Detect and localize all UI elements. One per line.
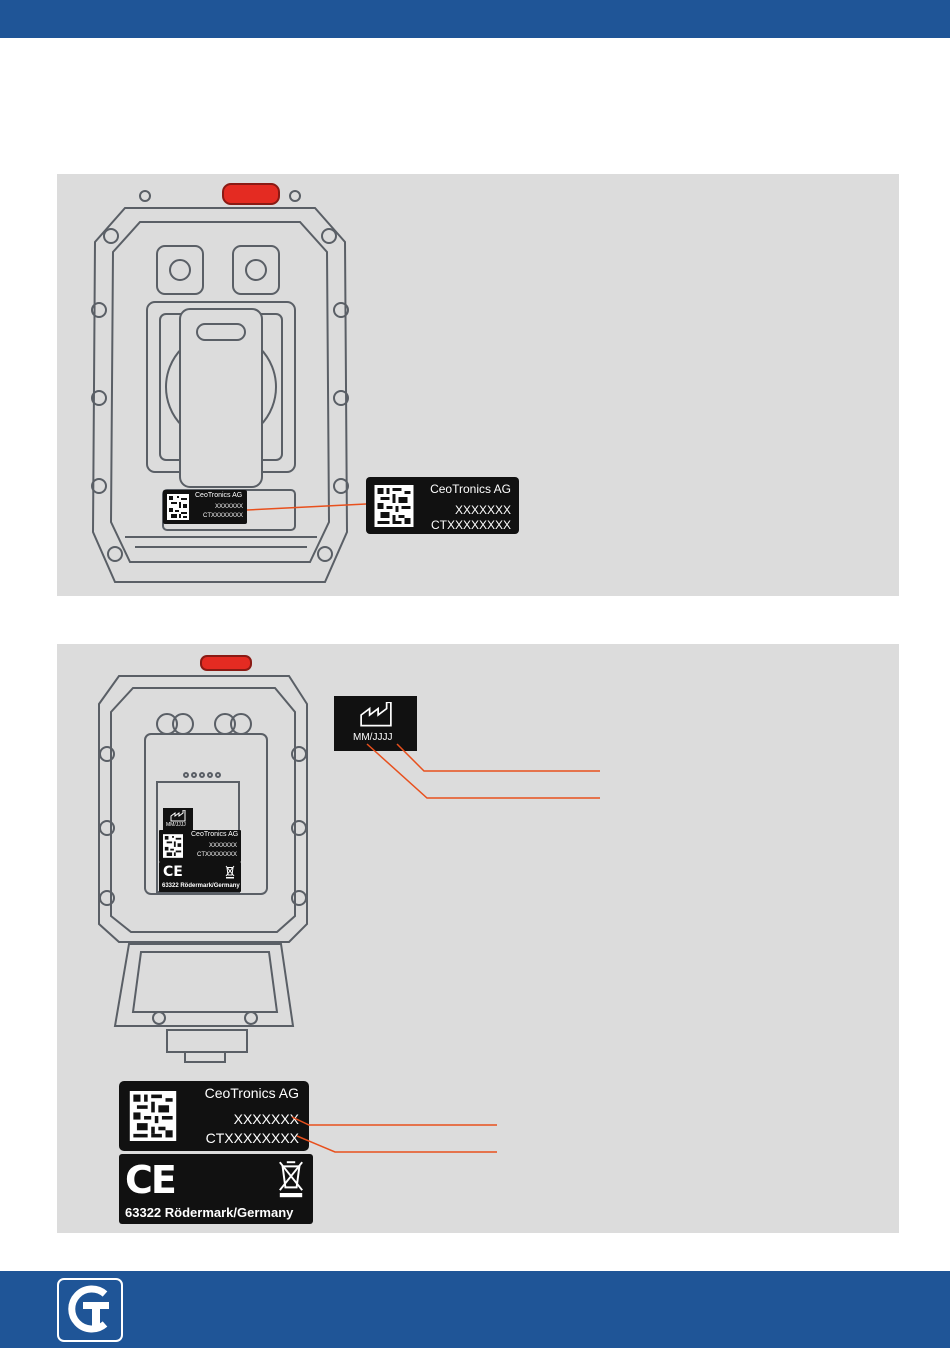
factory-icon-small bbox=[170, 810, 186, 822]
datamatrix-code-2 bbox=[129, 1091, 177, 1141]
ceotronics-logo-icon bbox=[57, 1278, 123, 1342]
serial-number-2: XXXXXXX bbox=[234, 1111, 299, 1127]
ce-mark: CE bbox=[125, 1158, 175, 1202]
serial-number: XXXXXXX bbox=[455, 503, 511, 517]
ce-label-small: CE 63322 Rödermark/Germany bbox=[159, 862, 241, 892]
company-name: CeoTronics AG bbox=[430, 482, 511, 496]
battery-compartment-panel: MM/JJJJ CeoTronics AG XXXXXXX CTXXXXXXXX… bbox=[57, 644, 899, 1233]
serial-number-small-2: XXXXXXX bbox=[209, 843, 237, 849]
rear-view-panel: CeoTronics AG XXXXXXX CTXXXXXXXX CeoTron… bbox=[57, 174, 899, 596]
manufacture-label-small: MM/JJJJ bbox=[163, 808, 193, 830]
address-small: 63322 Rödermark/Germany bbox=[162, 883, 240, 889]
header-bar bbox=[0, 0, 950, 38]
article-number-2: CTXXXXXXXX bbox=[206, 1130, 299, 1146]
factory-icon bbox=[359, 702, 393, 728]
serial-label-enlarged: CeoTronics AG XXXXXXX CTXXXXXXXX bbox=[366, 477, 519, 534]
company-name-2: CeoTronics AG bbox=[205, 1085, 299, 1101]
serial-label-enlarged-2: CeoTronics AG XXXXXXX CTXXXXXXXX bbox=[119, 1081, 309, 1151]
footer-bar bbox=[0, 1271, 950, 1348]
date-code-small: MM/JJJJ bbox=[166, 822, 186, 828]
date-code: MM/JJJJ bbox=[353, 732, 392, 743]
serial-number-small: XXXXXXX bbox=[215, 504, 243, 510]
article-number-small: CTXXXXXXXX bbox=[203, 513, 243, 519]
article-number: CTXXXXXXXX bbox=[431, 518, 511, 532]
weee-bin-icon-small bbox=[225, 865, 235, 879]
datamatrix-code bbox=[374, 485, 414, 527]
company-name-small: CeoTronics AG bbox=[195, 492, 242, 499]
article-number-small-2: CTXXXXXXXX bbox=[197, 852, 237, 858]
weee-bin-icon bbox=[277, 1158, 305, 1200]
device-rear-illustration bbox=[85, 182, 355, 592]
company-name-small-2: CeoTronics AG bbox=[191, 831, 238, 838]
address: 63322 Rödermark/Germany bbox=[125, 1205, 293, 1220]
device-serial-label-small-2: CeoTronics AG XXXXXXX CTXXXXXXXX bbox=[159, 830, 241, 862]
ce-mark-small: CE bbox=[163, 864, 183, 880]
manufacture-label: MM/JJJJ bbox=[334, 696, 417, 751]
datamatrix-code-small bbox=[167, 494, 189, 520]
device-serial-label-small: CeoTronics AG XXXXXXX CTXXXXXXXX bbox=[163, 490, 247, 524]
datamatrix-code-small-2 bbox=[163, 834, 183, 858]
ce-label: CE 63322 Rödermark/Germany bbox=[119, 1154, 313, 1224]
